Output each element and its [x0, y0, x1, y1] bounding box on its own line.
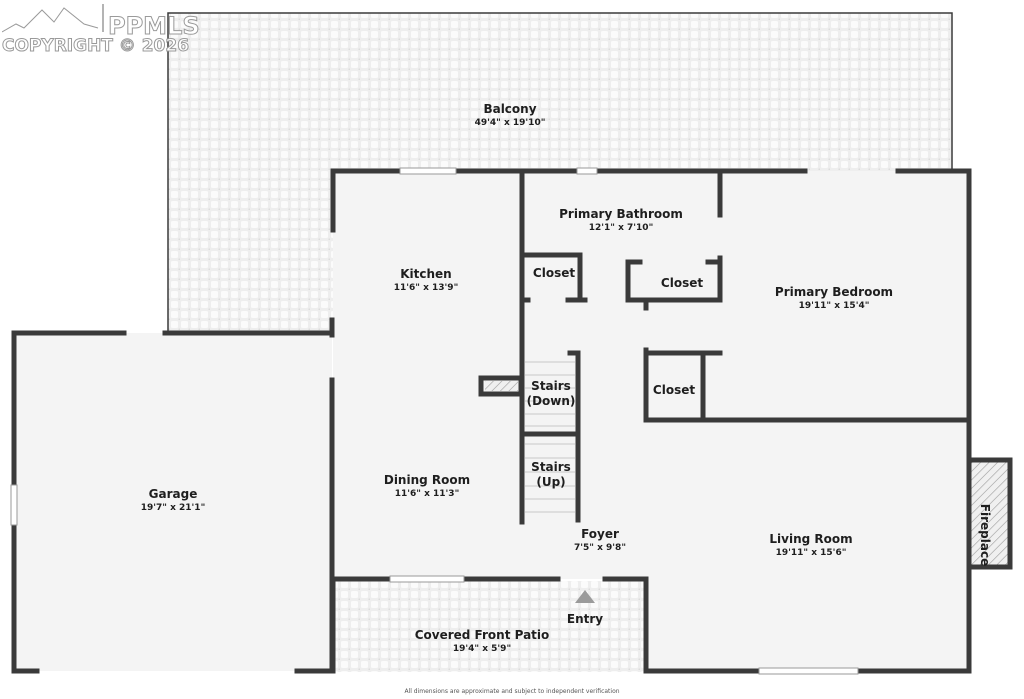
room-dims: 19'11" x 15'4": [798, 301, 870, 311]
room-name: Foyer: [581, 527, 619, 541]
room-living-room: Living Room 19'11" x 15'6": [769, 532, 852, 559]
mountain-logo-icon: [2, 4, 104, 34]
room-name: Stairs: [531, 460, 571, 474]
hatched-stub: [485, 381, 518, 391]
room-dims: 19'4" x 5'9": [452, 644, 512, 654]
watermark-copyright: COPYRIGHT © 2026: [1, 36, 190, 57]
room-name: Garage: [148, 487, 198, 501]
disclaimer: All dimensions are approximate and subje…: [404, 688, 620, 695]
room-closet-3: Closet: [653, 383, 695, 398]
room-dims: 12'1" x 7'10": [588, 223, 654, 233]
room-foyer: Foyer 7'5" x 9'8": [574, 527, 626, 554]
stair-treads: [525, 361, 575, 513]
room-dims: 19'11" x 15'6": [775, 548, 847, 558]
room-name: Balcony: [483, 102, 537, 116]
room-name: Covered Front Patio: [414, 628, 550, 642]
room-stairs-down: Stairs (Down): [527, 379, 576, 409]
fireplace-box: [971, 457, 1013, 570]
room-name: Living Room: [769, 532, 853, 546]
room-name: Primary Bathroom: [559, 207, 683, 221]
room-dims: 11'6" x 11'3": [394, 489, 460, 499]
room-kitchen: Kitchen 11'6" x 13'9": [394, 267, 459, 294]
room-dims: 49'4" x 19'10": [474, 118, 546, 128]
room-balcony: Balcony 49'4" x 19'10": [475, 102, 546, 129]
room-dims: 11'6" x 13'9": [393, 283, 459, 293]
walls: [11, 168, 972, 674]
room-name: Closet: [660, 276, 704, 290]
entry-label: Entry: [567, 612, 603, 627]
room-name: Entry: [566, 612, 604, 626]
interior-floor: [14, 171, 969, 671]
fireplace-label: Fireplace: [978, 503, 992, 567]
room-name: Kitchen: [400, 267, 452, 281]
watermark-brand: PPMLS: [108, 12, 201, 41]
room-stairs-up: Stairs (Up): [531, 460, 571, 490]
room-dining-room: Dining Room 11'6" x 11'3": [384, 473, 470, 500]
room-primary-bathroom: Primary Bathroom 12'1" x 7'10": [559, 207, 683, 234]
room-name: Closet: [532, 266, 576, 280]
room-name: Primary Bedroom: [774, 285, 894, 299]
room-dims: 7'5" x 9'8": [573, 543, 627, 553]
room-name: Closet: [652, 383, 696, 397]
room-primary-bedroom: Primary Bedroom 19'11" x 15'4": [775, 285, 893, 312]
windows: [10, 167, 859, 675]
room-name: Stairs: [531, 379, 571, 393]
room-closet-2: Closet: [661, 276, 703, 291]
entry-arrow-icon: [575, 590, 595, 603]
room-covered-front-patio: Covered Front Patio 19'4" x 5'9": [415, 628, 550, 655]
room-sub: (Down): [526, 394, 576, 408]
room-closet-1: Closet: [533, 266, 575, 281]
room-sub: (Up): [536, 475, 566, 489]
room-name: Dining Room: [383, 473, 471, 487]
room-dims: 19'7" x 21'1": [140, 503, 206, 513]
room-garage: Garage 19'7" x 21'1": [141, 487, 206, 514]
